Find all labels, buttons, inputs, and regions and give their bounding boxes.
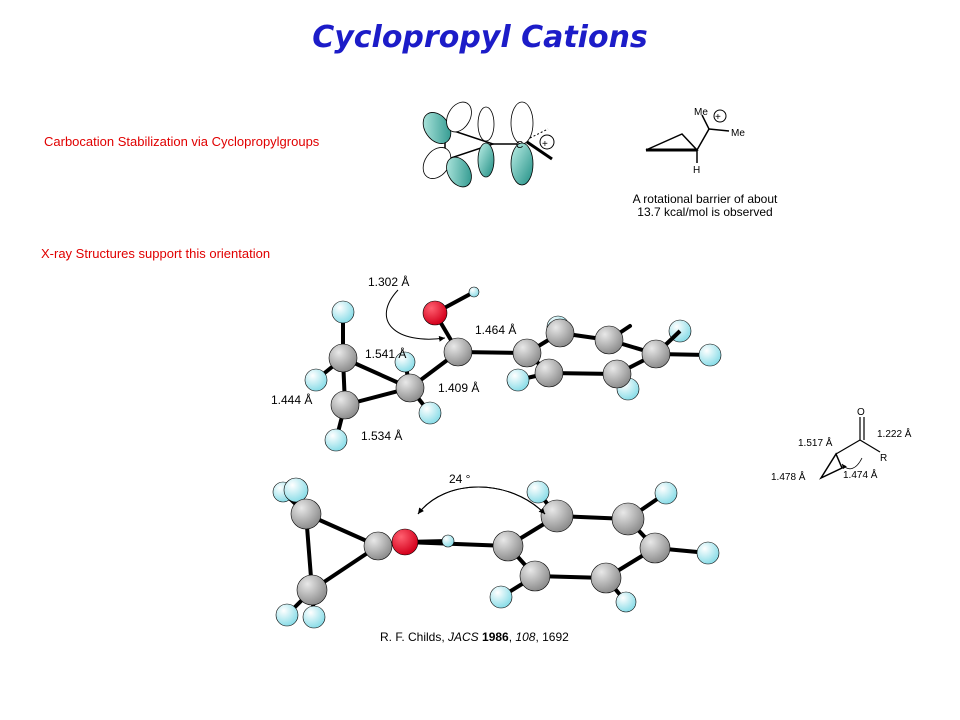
rotational-barrier-note: A rotational barrier of about 13.7 kcal/… (600, 193, 810, 219)
dihedral-angle-label: 24 ° (449, 472, 471, 486)
page-title: Cyclopropyl Cations (312, 20, 648, 55)
cation-plus-label: + (715, 112, 721, 123)
bond-ring-carbonyl-small: 1.517 Å (798, 436, 833, 449)
section-heading-stabilization: Carbocation Stabilization via Cyclopropy… (44, 134, 320, 149)
citation-year: 1986 (478, 630, 509, 644)
bisected-cation-structure: + Me Me H (645, 107, 745, 176)
xray-structure-bottom: 24 ° (272, 472, 720, 629)
cyclopropyl-ketone-structure: O R 1.222 Å 1.517 Å 1.478 Å 1.474 Å (771, 407, 912, 483)
bond-length-ring-c: 1.409 Å (438, 380, 479, 395)
bond-ring-base-small: 1.478 Å (771, 470, 806, 483)
plus-charge-label: + (542, 139, 548, 150)
cation-carbon-label: C (516, 140, 523, 151)
bond-length-c-phenyl: 1.464 Å (475, 322, 516, 337)
xray-structure-top: 1.302 Å 1.464 Å 1.541 Å 1.409 Å 1.444 Å … (271, 274, 722, 452)
bond-length-ring-left: 1.444 Å (271, 392, 312, 407)
barrier-line-2: 13.7 kcal/mol is observed (637, 205, 773, 219)
oxygen-label: O (857, 407, 865, 418)
citation-volume: 108 (515, 630, 536, 644)
bond-ring-side-small: 1.474 Å (843, 468, 878, 481)
bond-length-co: 1.302 Å (368, 274, 409, 289)
citation-journal: JACS (448, 630, 479, 644)
citation: R. F. Childs, JACS 1986, 108, 1692 (380, 630, 569, 644)
methyl-label-top: Me (694, 107, 708, 118)
barrier-line-1: A rotational barrier of about (632, 192, 778, 206)
bond-co-small: 1.222 Å (877, 427, 912, 440)
section-heading-xray: X-ray Structures support this orientatio… (41, 246, 271, 261)
citation-pages: , 1692 (535, 630, 569, 644)
r-group-label: R (880, 453, 887, 464)
bond-length-ring-bottom: 1.534 Å (361, 428, 402, 443)
orbital-diagram: C + (422, 101, 555, 188)
hydrogen-label: H (693, 165, 700, 176)
bond-length-ring-top: 1.541 Å (365, 346, 406, 361)
citation-author: R. F. Childs, (380, 630, 449, 644)
methyl-label-right: Me (731, 128, 745, 139)
